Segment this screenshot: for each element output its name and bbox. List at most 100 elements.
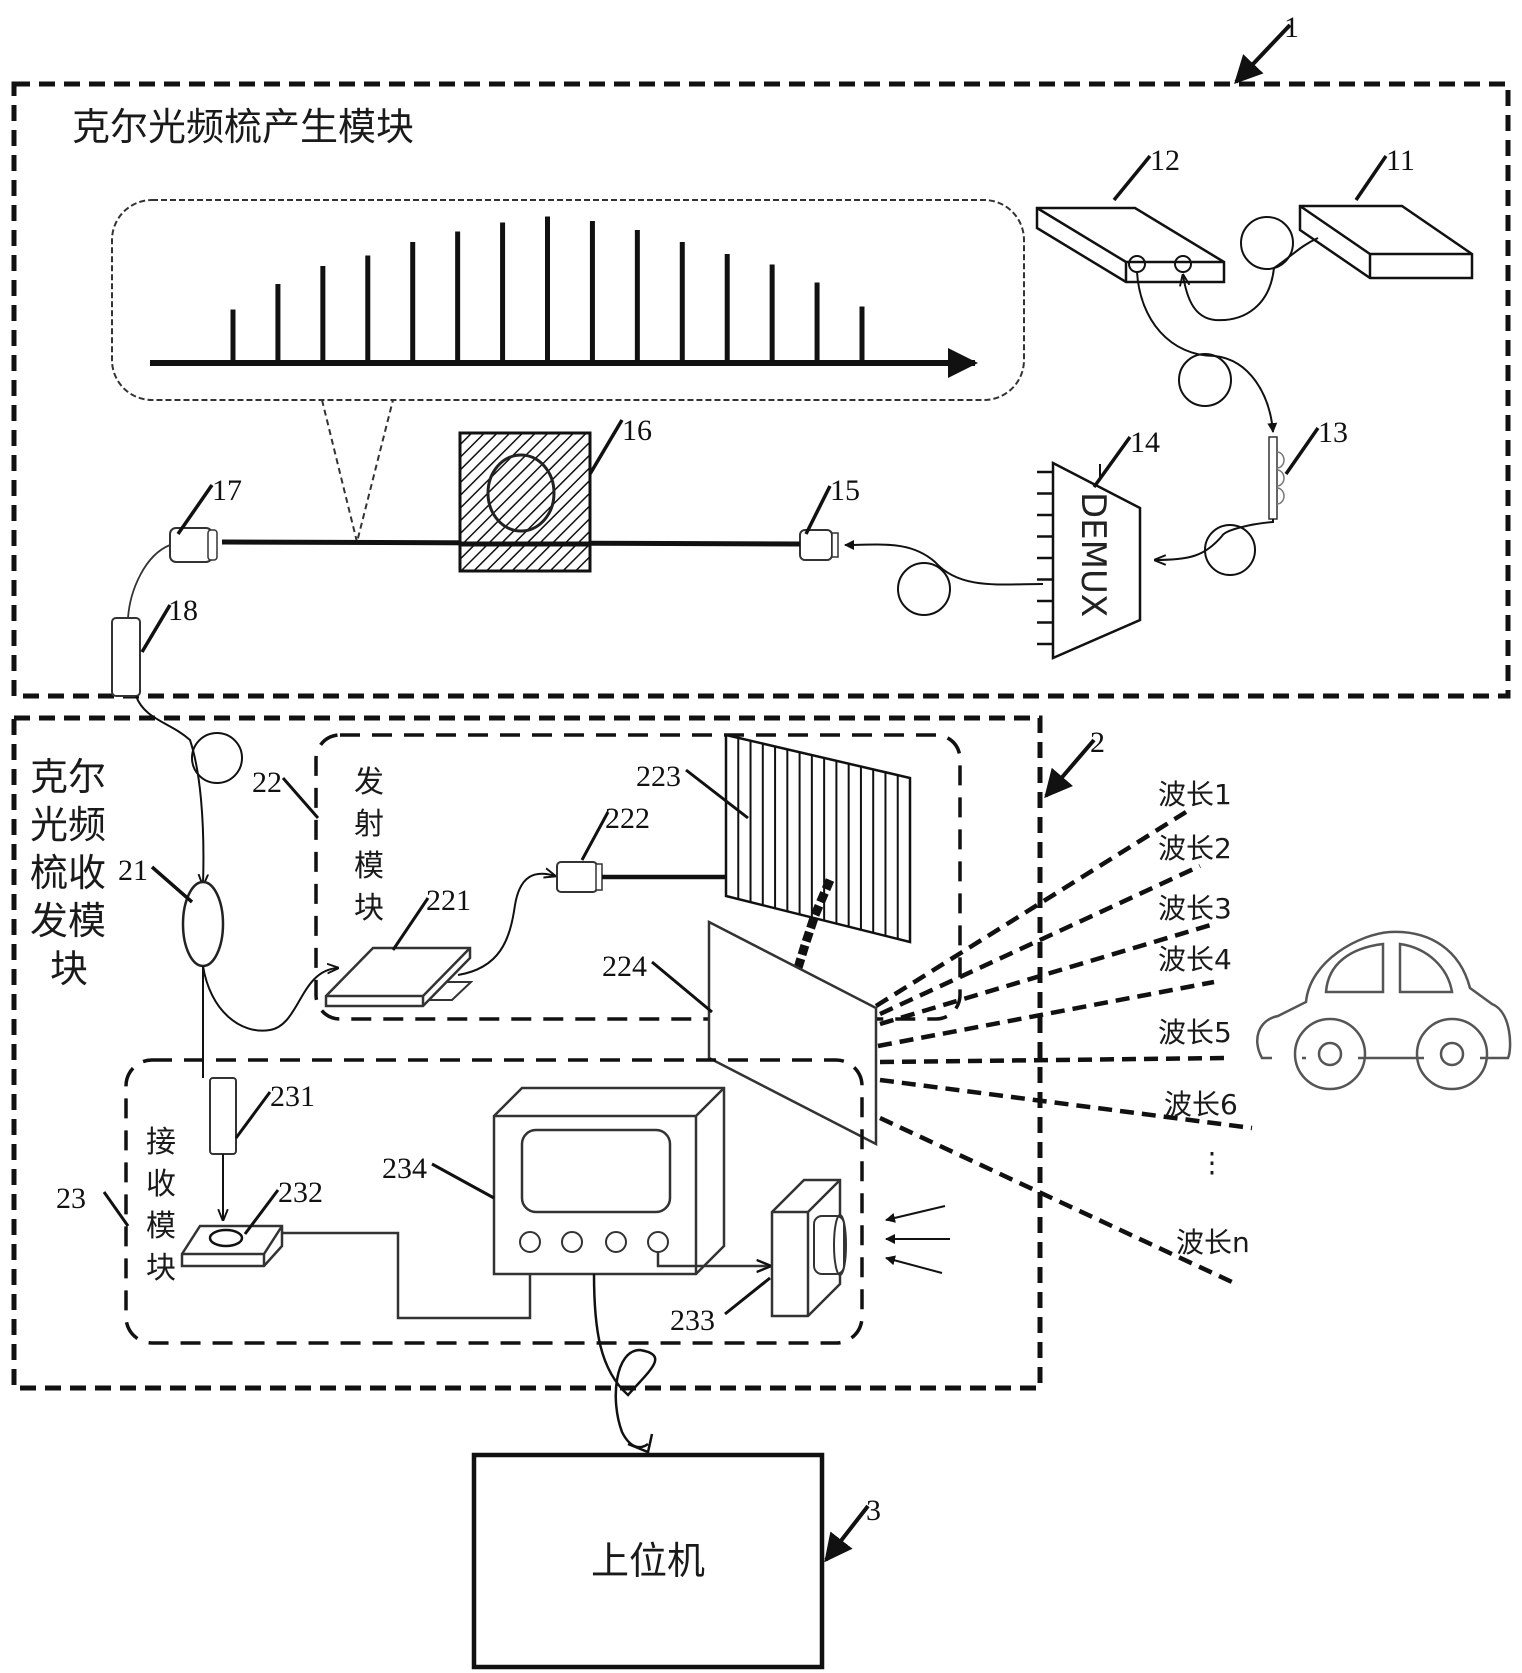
wire-232-to-234	[282, 1231, 532, 1320]
component-233-camera	[770, 1178, 847, 1318]
svg-text:收: 收	[146, 1167, 176, 1202]
fiber-loop-14-15	[897, 562, 951, 616]
ref-14-leader	[1092, 435, 1132, 489]
module-2-boundary	[11, 715, 1043, 1391]
receive-module-boundary	[124, 1058, 864, 1345]
target-car-icon	[1256, 930, 1512, 1091]
ref-233-leader	[724, 1276, 771, 1316]
zoom-cone	[321, 399, 394, 543]
wavelength-label: 波长3	[1158, 892, 1232, 925]
component-12-box	[1035, 206, 1226, 284]
ref-231-label: 231	[270, 1080, 315, 1113]
component-224-prism	[707, 919, 878, 1147]
wavelength-labels: 波长1 波长2 波长3 波长4 波长5 波长6 ⋮ 波长n	[1158, 778, 1250, 1259]
comb-spectrum-frame	[111, 199, 1025, 401]
component-232-photodetector	[180, 1224, 284, 1268]
component-15-collimator	[799, 529, 839, 561]
ref-231-leader	[234, 1091, 272, 1139]
ref-17-leader	[176, 484, 214, 535]
oscilloscope-knob	[561, 1231, 583, 1253]
oscilloscope-knob	[605, 1231, 627, 1253]
ref-221-leader	[391, 897, 430, 951]
ref-223-leader	[685, 768, 749, 820]
component-16-microresonator	[458, 431, 592, 573]
transmit-module-boundary	[314, 733, 962, 1021]
ref-13-label: 13	[1318, 416, 1348, 449]
fiber-21-to-221	[202, 966, 338, 1032]
fiber-13-to-14	[1155, 519, 1274, 560]
component-13-polarization-controller	[1268, 436, 1285, 520]
module-2-title: 克尔 光频 梳收 发模 块	[30, 755, 106, 991]
ref-13-leader	[1284, 427, 1320, 475]
ref-221-label: 221	[426, 884, 471, 917]
ref-12-label: 12	[1150, 144, 1180, 177]
module-3-host-computer: 上位机 3	[471, 1452, 881, 1670]
output-beam	[874, 810, 1188, 1008]
ref-2-label: 2	[1090, 726, 1105, 759]
svg-text:发: 发	[354, 765, 384, 800]
ref-224-leader	[651, 960, 713, 1014]
diffracted-beam	[793, 878, 835, 970]
component-14-demux: DEMUX	[1037, 460, 1142, 660]
ref-232-leader	[243, 1189, 280, 1235]
ref-21-label: 21	[118, 854, 148, 887]
fiber-loop-11-12	[1240, 216, 1294, 270]
ref-234-label: 234	[382, 1152, 427, 1185]
ref-222-label: 222	[605, 802, 650, 835]
ref-15-label: 15	[830, 474, 860, 507]
svg-text:模: 模	[354, 849, 384, 884]
ref-18-leader	[140, 604, 172, 653]
component-234-oscilloscope	[492, 1086, 726, 1276]
ref-2-arrow	[1044, 738, 1096, 799]
ref-233-label: 233	[670, 1304, 715, 1337]
output-beam	[879, 1055, 1229, 1065]
component-11-laser	[1298, 204, 1474, 280]
output-beam	[877, 979, 1215, 1049]
svg-text:发模: 发模	[30, 899, 106, 943]
svg-text:块: 块	[354, 891, 384, 926]
module-2-kerr-comb-transceiver: 2 克尔 光频 梳收 发模 块 21 22 发 射 模 块	[11, 695, 1105, 1454]
ref-22-leader	[281, 777, 320, 819]
svg-text:克尔: 克尔	[30, 755, 106, 799]
ref-232-label: 232	[278, 1176, 323, 1209]
fiber-17-to-18	[127, 544, 171, 619]
component-17-collimator	[169, 527, 218, 563]
output-beams	[874, 810, 1253, 1285]
receive-module-title: 接 收 模 块	[146, 1125, 176, 1286]
fiber-221-to-222	[457, 874, 555, 976]
ref-1-label: 1	[1284, 11, 1299, 44]
ref-15-leader	[804, 485, 832, 535]
oscilloscope-screen	[520, 1128, 672, 1214]
ref-14-label: 14	[1130, 426, 1160, 459]
wavelength-label: 波长5	[1158, 1016, 1232, 1049]
fiber-14-to-15	[844, 539, 1044, 586]
component-221-modulator	[324, 946, 474, 1008]
wavelength-label: 波长2	[1158, 832, 1232, 865]
demux-label: DEMUX	[1073, 492, 1113, 617]
oscilloscope-knob	[519, 1231, 541, 1253]
wavelength-label: 波长4	[1158, 943, 1232, 976]
ref-222-leader	[580, 811, 610, 861]
ref-23-leader	[102, 1191, 130, 1227]
ref-3-arrow	[824, 1504, 870, 1563]
module-1-title: 克尔光频梳产生模块	[72, 105, 414, 149]
ref-224-label: 224	[602, 950, 647, 983]
svg-text:块: 块	[50, 947, 88, 991]
component-21-coupler	[181, 880, 225, 968]
wavelength-label: 波长1	[1158, 778, 1232, 811]
fiber-loop-12-13	[1178, 353, 1232, 407]
wavelength-label: 波长6	[1164, 1088, 1238, 1121]
port-right	[1174, 255, 1192, 273]
ref-16-label: 16	[622, 414, 652, 447]
output-beam	[879, 1077, 1253, 1131]
ref-3-label: 3	[866, 1494, 881, 1527]
ref-23-label: 23	[56, 1182, 86, 1215]
returning-light-arrows	[885, 1205, 950, 1274]
svg-text:梳收: 梳收	[30, 851, 106, 895]
grating-rulings	[737, 737, 899, 939]
ref-16-leader	[588, 419, 624, 475]
module-1-boundary	[11, 81, 1511, 699]
ref-17-label: 17	[212, 474, 242, 507]
cable-arrowhead	[627, 1433, 654, 1454]
